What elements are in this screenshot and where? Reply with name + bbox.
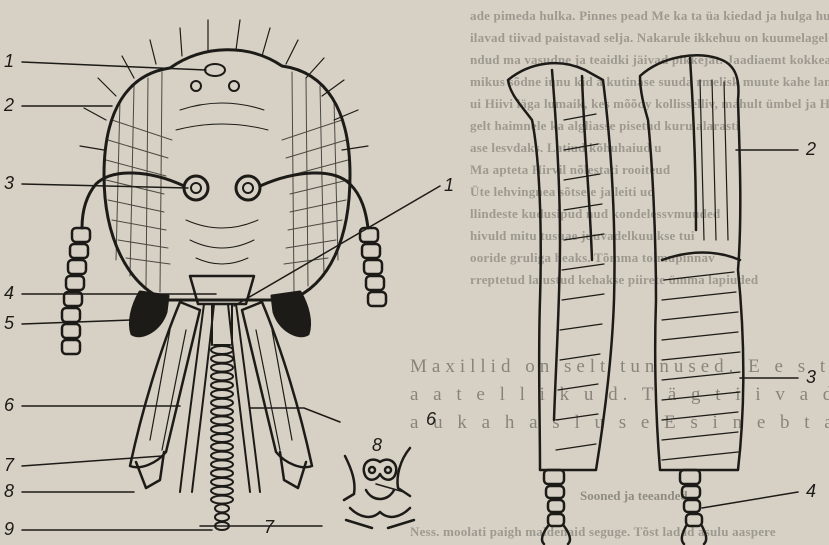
glossa-ring bbox=[211, 443, 233, 451]
glossa-ring bbox=[211, 416, 233, 424]
label-head-7: 7 bbox=[4, 456, 14, 474]
label-head-4: 4 bbox=[4, 284, 14, 302]
label-head-6: 6 bbox=[4, 396, 14, 414]
glossa-ring bbox=[211, 390, 233, 398]
label-head-3: 3 bbox=[4, 174, 14, 192]
mandible-right bbox=[272, 292, 310, 336]
label-inner-6: 6 bbox=[426, 410, 436, 428]
label-inner-8: 8 bbox=[372, 436, 382, 454]
label-head-5: 5 bbox=[4, 314, 14, 332]
glossa-ring bbox=[211, 487, 233, 495]
label-inner-7: 7 bbox=[264, 518, 274, 536]
label-leg-3: 3 bbox=[806, 368, 816, 386]
mandible-left bbox=[130, 292, 168, 336]
glossa-ring bbox=[211, 478, 233, 486]
glossa-rings bbox=[211, 346, 233, 530]
glossa-ring bbox=[211, 372, 233, 380]
glossa-ring bbox=[211, 469, 233, 477]
glossa-ring bbox=[211, 496, 233, 504]
label-head-9: 9 bbox=[4, 520, 14, 538]
label-leg-2: 2 bbox=[806, 140, 816, 158]
label-inner-1: 1 bbox=[444, 176, 454, 194]
glossa-ring bbox=[211, 452, 233, 460]
leg-right bbox=[640, 55, 743, 544]
label-head-8: 8 bbox=[4, 482, 14, 500]
glossa-ring bbox=[215, 513, 229, 521]
glossa-ring bbox=[211, 434, 233, 442]
glossa-ring bbox=[211, 364, 233, 372]
glossa-ring bbox=[211, 346, 233, 354]
label-leg-4: 4 bbox=[806, 482, 816, 500]
glossa-ring bbox=[211, 408, 233, 416]
cross-section bbox=[344, 448, 414, 528]
leg-left bbox=[508, 63, 615, 544]
label-head-1: 1 bbox=[4, 52, 14, 70]
label-head-2: 2 bbox=[4, 96, 14, 114]
insect-head bbox=[80, 20, 368, 304]
glossa-ring bbox=[215, 504, 229, 512]
glossa-ring bbox=[211, 355, 233, 363]
glossa-ring bbox=[211, 460, 233, 468]
glossa-ring bbox=[211, 425, 233, 433]
glossa-ring bbox=[211, 381, 233, 389]
glossa-ring bbox=[211, 399, 233, 407]
